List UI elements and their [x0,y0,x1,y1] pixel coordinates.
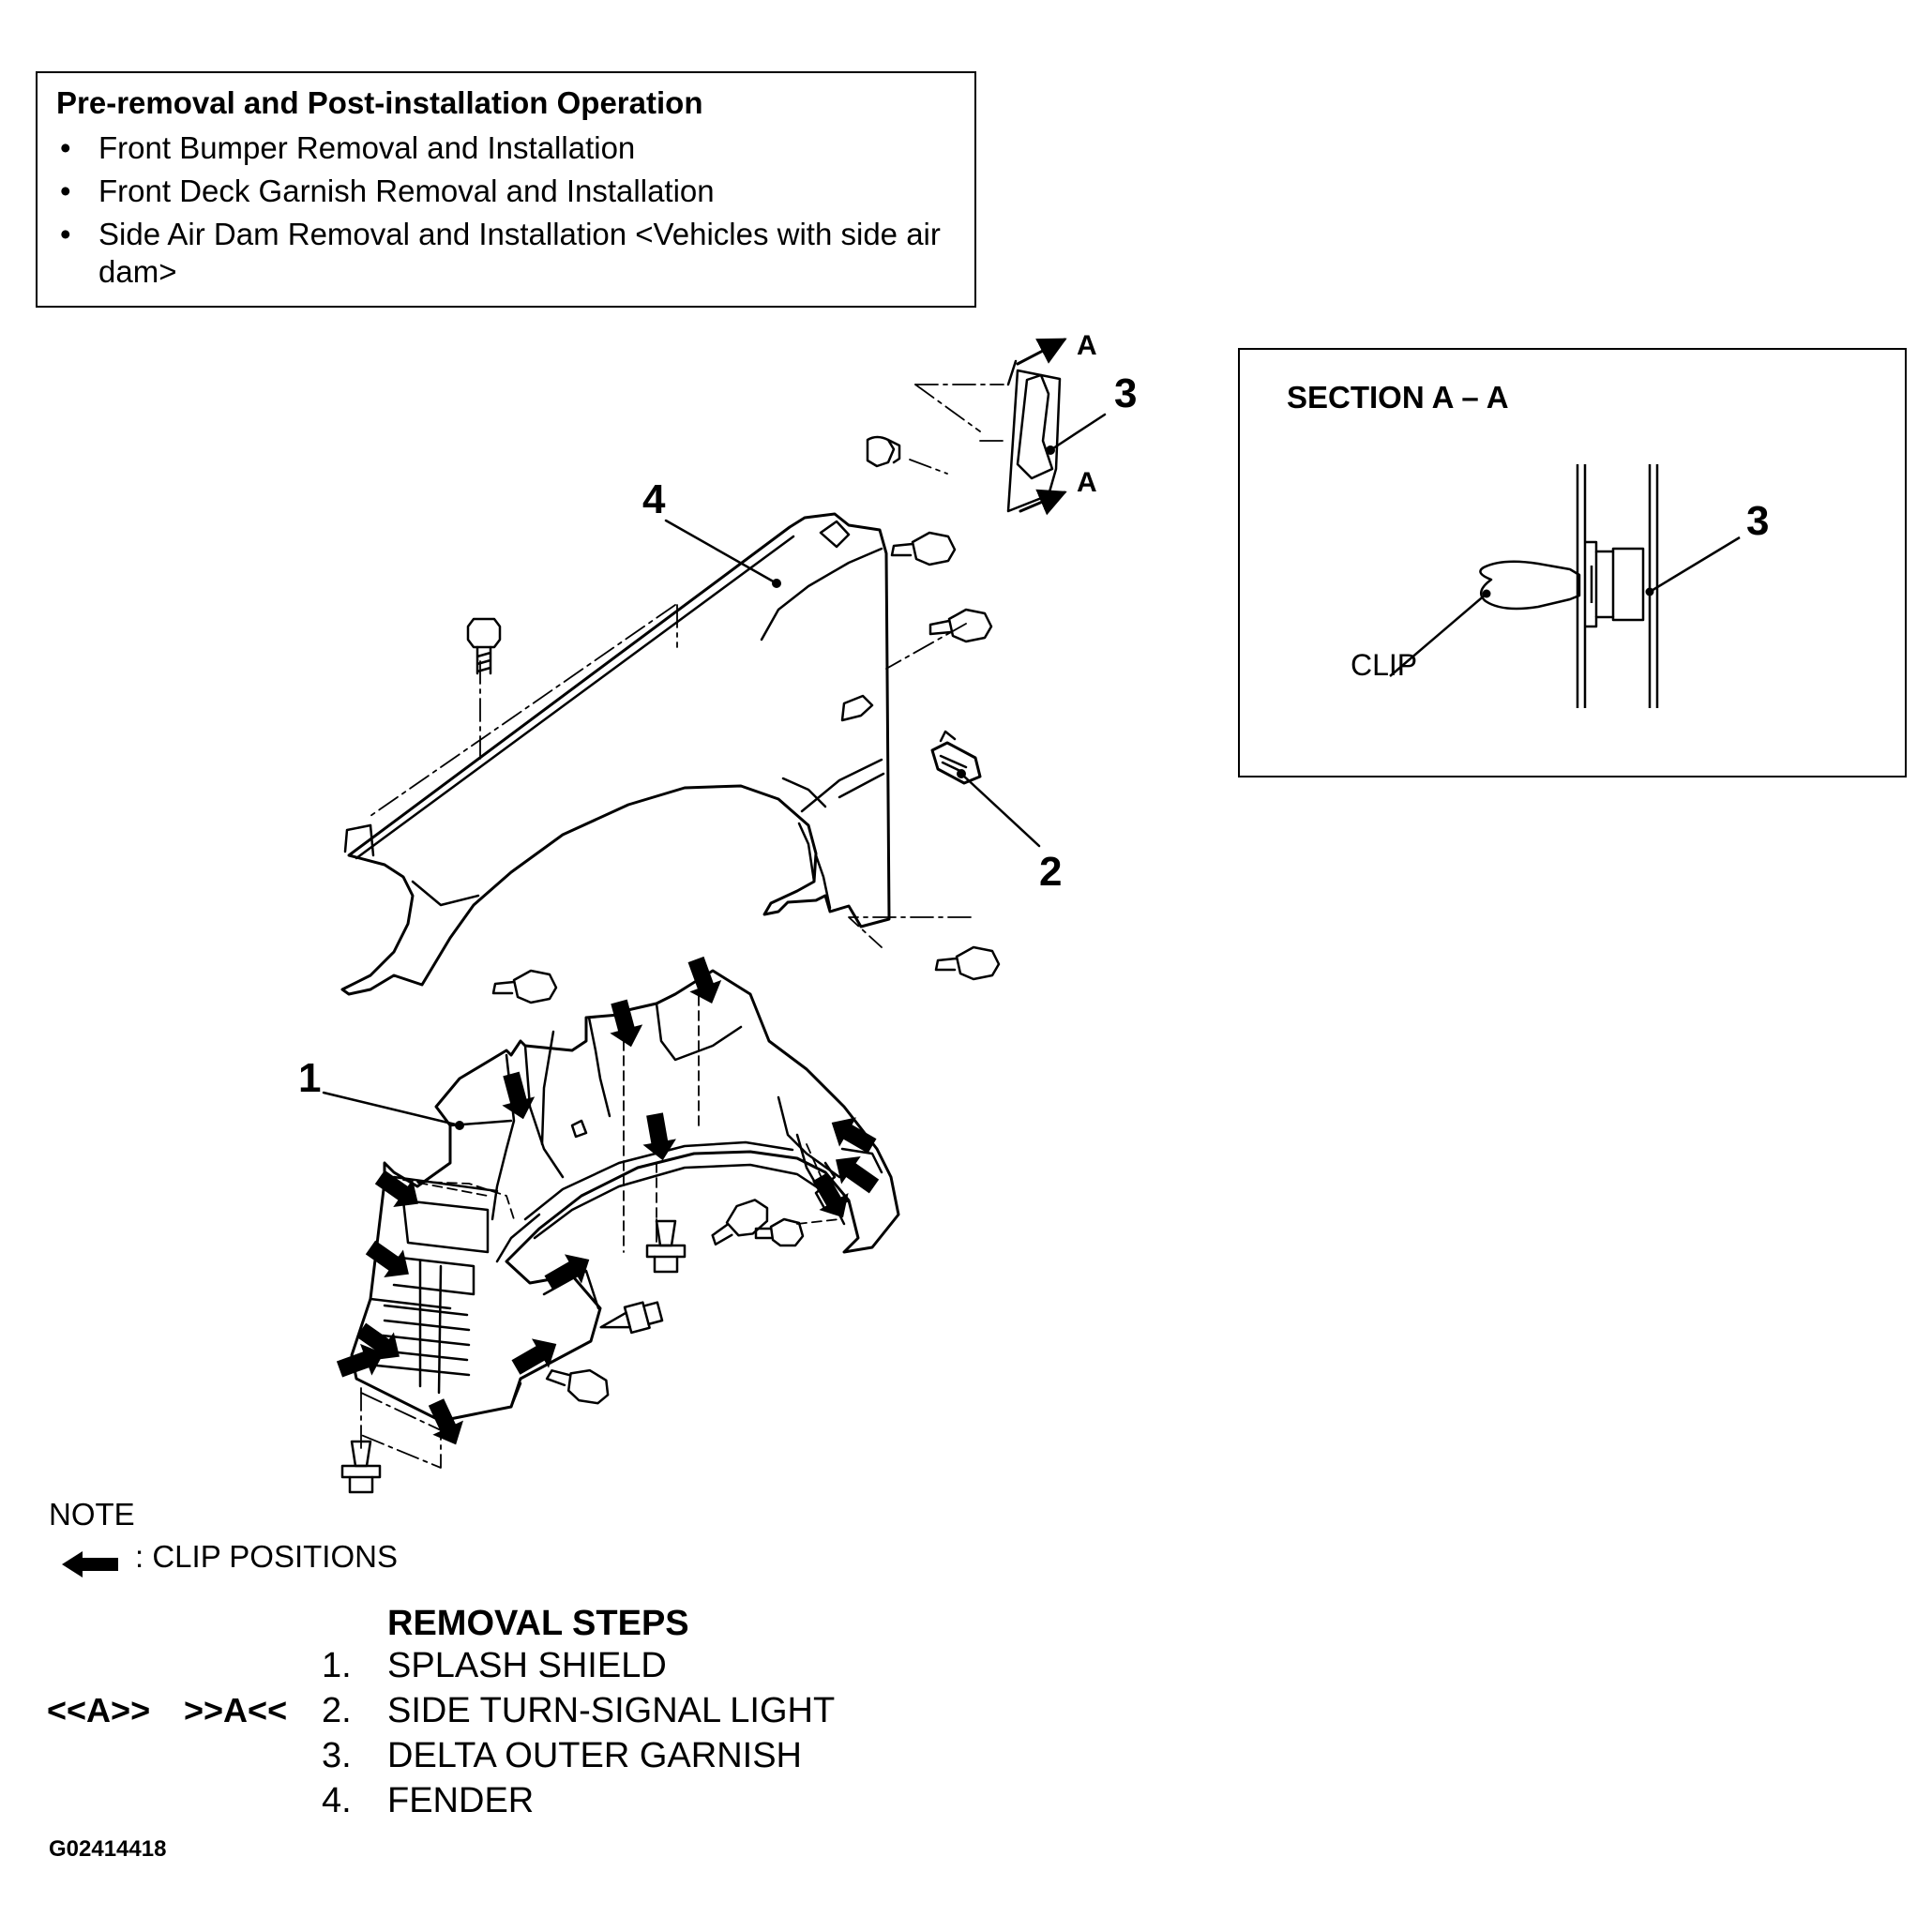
side-turn-signal-light-part [930,730,982,785]
removal-steps-title: REMOVAL STEPS [387,1604,689,1643]
bolts [466,435,1001,1246]
clip-position-arrows [336,956,880,1445]
pre-removal-item: •Front Deck Garnish Removal and Installa… [60,174,715,208]
clip-legend-arrow-icon [62,1551,118,1577]
section-a-a-box: SECTION A – A 3 CLIP [1238,348,1907,777]
section-title: SECTION A – A [1287,380,1509,415]
clips [340,1217,805,1494]
pre-removal-item: •Front Bumper Removal and Installation [60,130,636,165]
fender-part [340,512,891,996]
part-number-1: 1 [298,1055,322,1101]
pre-removal-item: •Side Air Dam Removal and Installation <… [60,217,941,289]
delta-outer-garnish-part [1006,359,1062,513]
bullet-icon: • [60,130,71,165]
leader-dots [455,445,1055,1130]
guide-lines [367,384,1004,948]
shield-guide-lines-solid [360,1218,657,1469]
bullet-icon: • [60,217,71,251]
section-arrow-top [1016,338,1067,366]
section-arrow-bottom [1019,489,1067,516]
part-number-3: 3 [1114,370,1138,416]
clip-positions-legend: : CLIP POSITIONS [135,1539,398,1574]
section-part-number-3: 3 [1746,498,1770,544]
clip-label: CLIP [1351,648,1418,682]
part-number-4: 4 [642,476,666,522]
figure-code: G02414418 [49,1836,167,1862]
section-marker-a-top: A [1077,330,1097,361]
note-title: NOTE [49,1497,135,1532]
part-number-2: 2 [1039,849,1063,895]
pre-removal-box: Pre-removal and Post-installation Operat… [36,71,976,308]
splash-shield-part [350,969,900,1423]
pre-removal-list: •Front Bumper Removal and Installation •… [56,129,956,291]
pre-removal-title: Pre-removal and Post-installation Operat… [56,85,703,120]
bullet-icon: • [60,174,71,208]
removal-marker: <<A>> [47,1691,151,1729]
section-marker-a-bottom: A [1077,467,1097,498]
section-a-a-drawing [1389,464,1741,708]
installation-marker: >>A<< [184,1691,288,1729]
leader-lines [322,413,1107,1127]
